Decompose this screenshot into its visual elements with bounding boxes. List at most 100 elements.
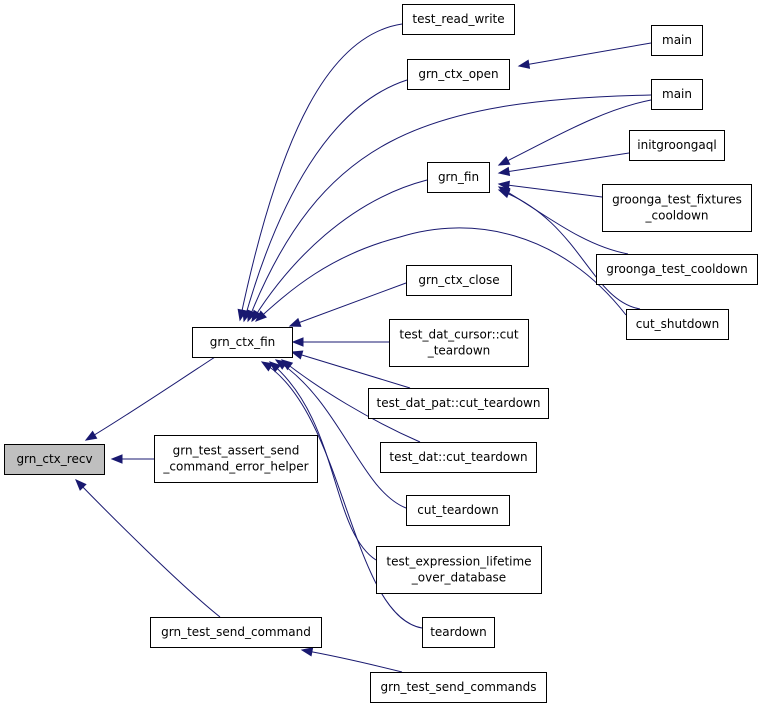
node-label: groonga_test_cooldown [606,262,748,276]
node-box [406,265,512,296]
node-test-dat-cursor-cut-teardown[interactable]: test_dat_cursor::cut_teardown [389,319,529,367]
node-cut-shutdown[interactable]: cut_shutdown [626,309,729,340]
node-cut-teardown[interactable]: cut_teardown [406,495,510,526]
node-grn-ctx-fin[interactable]: grn_ctx_fin [192,327,293,358]
nodes-layer: grn_ctx_recv grn_ctx_fin grn_test_assert_s… [4,4,758,703]
node-box [368,388,549,419]
node-test-dat-pat-cut-teardown[interactable]: test_dat_pat::cut_teardown [368,388,549,419]
node-initgroongaql[interactable]: initgroongaql [629,130,725,161]
edge-line [289,282,407,327]
node-box [150,617,322,648]
edge-test_dat_pat_cut_teardown-to-grn_ctx_fin [290,350,411,389]
edge-arrowhead [110,454,123,464]
node-label: test_expression_lifetime [386,555,531,569]
edge-cut_shutdown-to-grn_fin [497,189,641,310]
node-label: grn_test_send_commands [381,680,537,694]
node-test-expression-lifetime-over-database[interactable]: test_expression_lifetime_over_database [376,546,542,594]
node-box [422,617,495,648]
node-box [370,672,547,703]
node-grn-ctx-recv[interactable]: grn_ctx_recv [4,444,105,475]
node-label: initgroongaql [637,138,716,152]
node-box [651,79,703,110]
edge-arrowhead [274,359,288,370]
edge-cut_shutdown-to-grn_ctx_fin [255,227,627,322]
node-test-read-write[interactable]: test_read_write [402,4,515,35]
node-label: _command_error_helper [162,460,308,474]
node-box [596,254,758,285]
edge-line [275,359,407,509]
node-label: test_read_write [412,12,504,26]
edge-main_2-to-grn_fin [497,99,652,166]
edge-teardown-to-grn_ctx_fin [260,361,423,629]
edge-arrowhead [251,309,262,323]
node-label: grn_ctx_fin [210,335,276,349]
edge-arrowhead [260,361,274,372]
edge-cut_teardown-to-grn_ctx_fin [274,359,407,509]
edge-line [498,186,629,255]
node-teardown[interactable]: teardown [422,617,495,648]
node-label: grn_ctx_open [418,67,498,81]
edge-line [239,23,403,321]
node-box [402,4,515,35]
node-label: main [662,33,692,47]
edge-grn_test_assert_send_command_error_helper-to-grn_ctx_recv [110,454,154,464]
edge-line [243,79,408,322]
edge-arrowhead [497,156,511,166]
node-box [407,59,510,90]
node-groonga-test-cooldown[interactable]: groonga_test_cooldown [596,254,758,285]
node-label: cut_shutdown [636,317,719,331]
node-grn-test-send-command[interactable]: grn_test_send_command [150,617,322,648]
edge-line [518,42,652,67]
node-label: main [662,87,692,101]
edge-test_read_write-to-grn_ctx_fin [237,23,403,322]
node-label: test_dat_cursor::cut [399,328,518,342]
edge-line [269,361,377,561]
edge-arrowhead [497,180,510,190]
node-label: groonga_test_fixtures [612,193,742,207]
node-box [376,546,542,594]
edge-line [255,227,627,322]
edge-arrowhead [288,317,302,327]
node-box [651,25,703,56]
edge-line [261,361,423,629]
edge-line [301,649,403,673]
edge-grn_fin-to-grn_ctx_fin [251,179,428,323]
node-grn-ctx-close[interactable]: grn_ctx_close [406,265,512,296]
edge-line [247,94,652,322]
node-box [626,309,729,340]
node-main-2[interactable]: main [651,79,703,110]
node-box [629,130,725,161]
node-label: grn_ctx_close [418,273,499,287]
node-groonga-test-fixtures-cooldown[interactable]: groonga_test_fixtures_cooldown [602,184,752,232]
node-main-1[interactable]: main [651,25,703,56]
node-label: test_dat_pat::cut_teardown [377,396,541,410]
node-grn-test-assert-send-command-error-helper[interactable]: grn_test_assert_send_command_error_helpe… [154,435,318,483]
edge-arrowhead [255,310,267,322]
node-test-dat-cut-teardown[interactable]: test_dat::cut_teardown [380,442,537,473]
node-label: cut_teardown [417,503,498,517]
edge-test_dat_cursor_cut_teardown-to-grn_ctx_fin [291,337,389,347]
node-box [154,435,318,483]
edge-line [291,351,411,389]
node-box [389,319,529,367]
node-grn-fin[interactable]: grn_fin [427,162,490,193]
edge-main_1-to-grn_ctx_open [517,42,652,69]
edge-line [85,356,216,441]
edge-arrowhead [290,350,304,360]
edge-line [251,179,428,322]
node-label: _teardown [427,344,491,358]
edge-grn_ctx_close-to-grn_ctx_fin [288,282,407,327]
edge-arrowhead [497,189,511,199]
node-grn-test-send-commands[interactable]: grn_test_send_commands [370,672,547,703]
edges-layer [75,23,652,673]
node-box [380,442,537,473]
node-label: grn_ctx_recv [16,452,92,466]
node-label: teardown [430,625,487,639]
edge-grn_ctx_fin-to-grn_ctx_recv [84,356,216,441]
edge-grn_ctx_open-to-grn_ctx_fin [242,79,408,323]
node-grn-ctx-open[interactable]: grn_ctx_open [407,59,510,90]
edge-arrowhead [291,337,304,347]
edge-line [498,152,630,174]
edge-arrowhead [300,647,314,657]
